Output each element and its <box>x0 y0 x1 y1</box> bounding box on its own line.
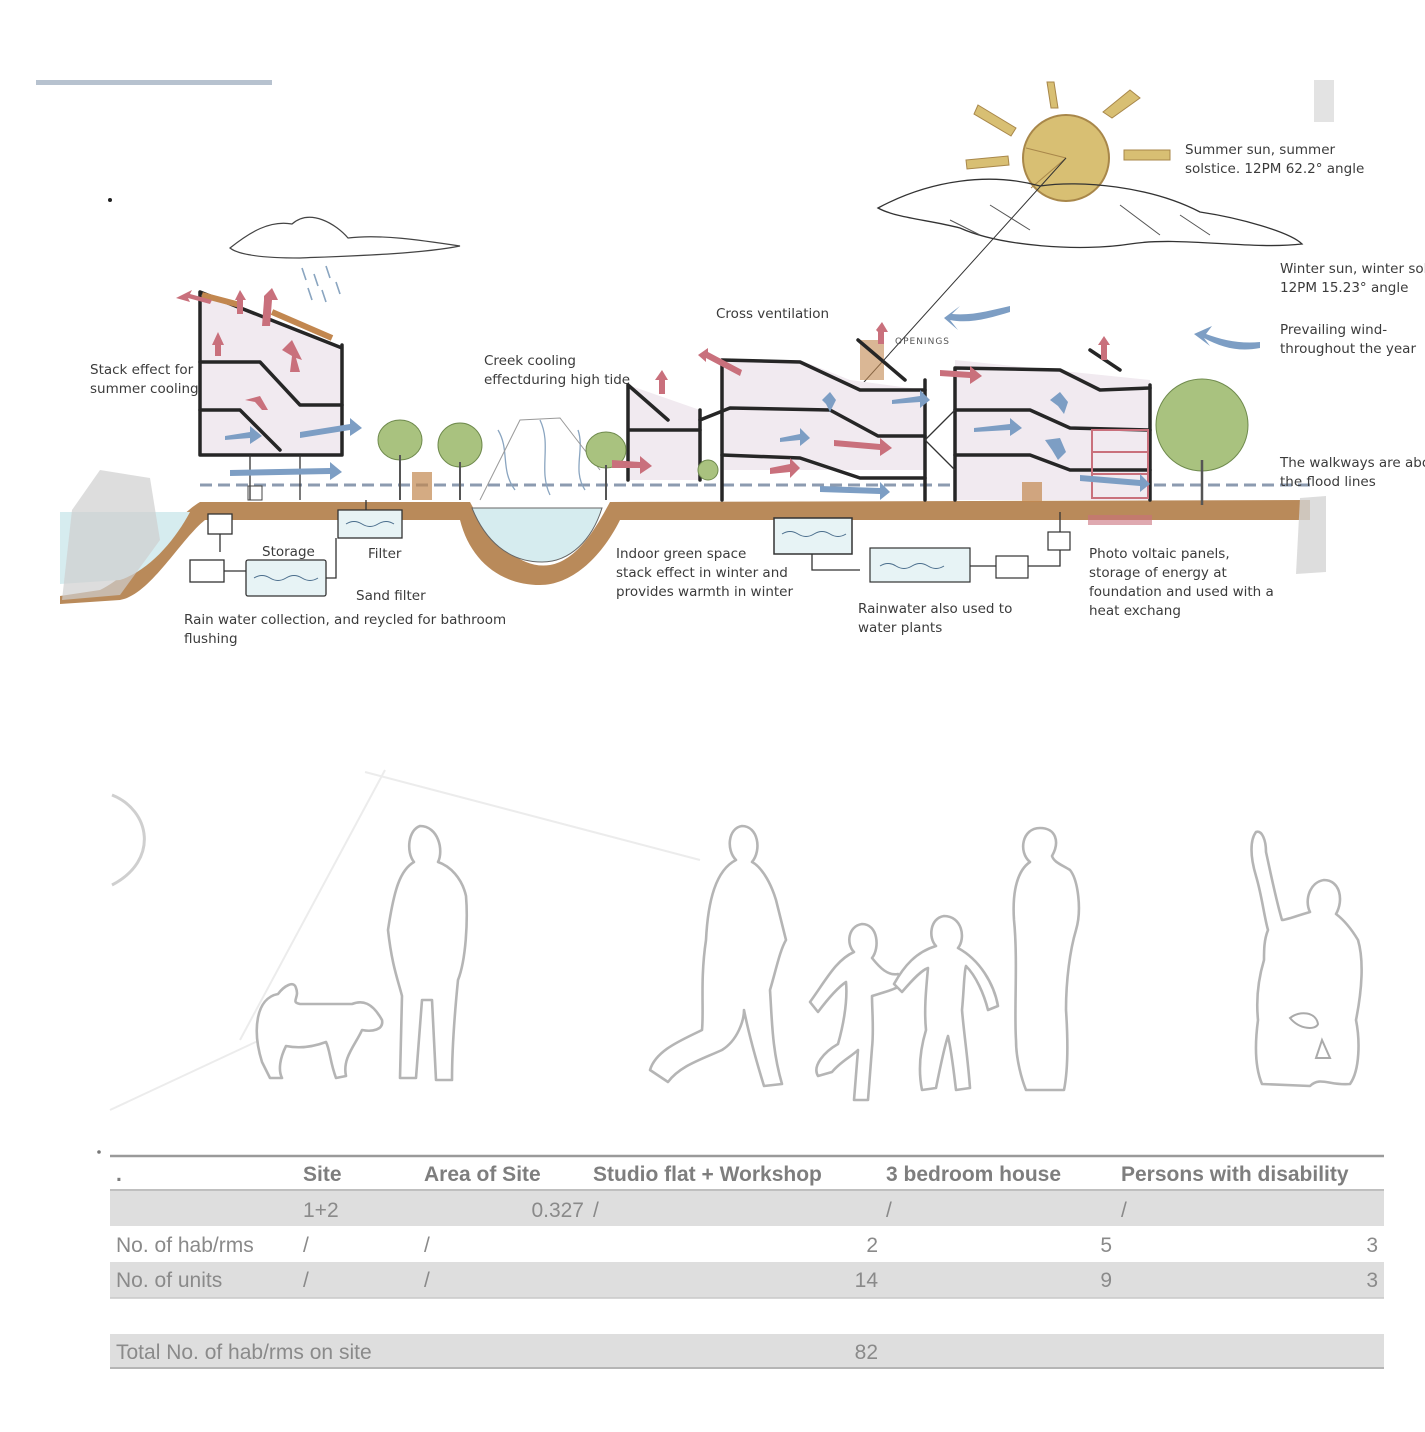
row-1-3bed: / <box>886 1199 892 1222</box>
child-walking-icon <box>892 914 1000 1092</box>
col-header-0: . <box>116 1163 122 1186</box>
col-header-3bed: 3 bedroom house <box>886 1163 1061 1186</box>
warm-air-arrows <box>176 288 1110 478</box>
row-3-label: No. of units <box>116 1269 222 1292</box>
right-building <box>924 348 1152 525</box>
rain-water-label: Rain water collection, and reycled for b… <box>184 612 506 647</box>
dot-mark <box>108 198 112 202</box>
adult-standing-icon <box>386 824 469 1082</box>
construction-lines <box>109 769 701 1111</box>
row-3-area: / <box>424 1269 430 1292</box>
storage-label: Storage <box>262 544 315 560</box>
corner-tab <box>1314 80 1334 122</box>
row-2-site: / <box>303 1234 309 1257</box>
row-1-disability: / <box>1121 1199 1127 1222</box>
cool-air-arrows <box>225 306 1260 500</box>
row-3-studio: 14 <box>855 1269 879 1292</box>
rainwater-system <box>189 500 403 597</box>
ground-section <box>60 500 1310 604</box>
walkway-steps <box>412 472 432 500</box>
wheel-icon <box>1288 1012 1332 1059</box>
left-building <box>198 290 344 501</box>
col-header-site: Site <box>303 1163 342 1186</box>
center-building <box>698 338 927 502</box>
center-water-system <box>773 512 1071 583</box>
filter-label: Filter <box>368 546 402 562</box>
cloud-icon-left <box>229 216 461 259</box>
summary-table: . Site Area of Site Studio flat + Worksh… <box>97 1150 1384 1369</box>
row-1-site: 1+2 <box>303 1199 339 1222</box>
row-3-site: / <box>303 1269 309 1292</box>
row-2-disability: 3 <box>1366 1234 1378 1257</box>
walkway-steps-right <box>1022 482 1042 502</box>
rain-icon <box>301 265 341 303</box>
openings-label: OPENINGS <box>895 337 950 347</box>
col-header-studio: Studio flat + Workshop <box>593 1163 822 1186</box>
row-3-disability: 3 <box>1366 1269 1378 1292</box>
creek-water <box>471 507 603 563</box>
row-2-studio: 2 <box>866 1234 878 1257</box>
row-2-label: No. of hab/rms <box>116 1234 254 1257</box>
row-2-3bed: 5 <box>1100 1234 1112 1257</box>
adult-woman-icon <box>1012 826 1081 1092</box>
header-bar <box>36 80 272 85</box>
row-2-area: / <box>424 1234 430 1257</box>
dog-icon <box>255 982 384 1080</box>
row-1-area: 0.327 <box>531 1199 584 1222</box>
total-label: Total No. of hab/rms on site <box>116 1341 372 1364</box>
total-value: 82 <box>855 1341 878 1364</box>
photo-voltaic-label: Photo voltaic panels,storage of energy a… <box>1089 546 1274 619</box>
row-3-3bed: 9 <box>1100 1269 1112 1292</box>
cross-ventilation-label: Cross ventilation <box>716 306 829 322</box>
cloud-icon <box>876 178 1304 249</box>
col-header-area: Area of Site <box>424 1163 541 1186</box>
winter-sun-label: Winter sun, winter solsti12PM 15.23° ang… <box>1280 261 1425 296</box>
rock-shape-right <box>1296 496 1326 574</box>
row-1-studio: / <box>593 1199 599 1222</box>
cooling-lines <box>497 419 586 496</box>
tree-icon <box>377 378 1249 505</box>
rock-shape <box>62 470 160 600</box>
prevailing-wind-label: Prevailing wind-throughout the year <box>1280 322 1416 357</box>
col-header-disability: Persons with disability <box>1121 1163 1349 1186</box>
wheelchair-user-icon <box>1250 830 1363 1088</box>
child-running-icon <box>808 922 906 1102</box>
adult-walking-icon <box>648 824 788 1088</box>
arc-mark <box>111 793 146 887</box>
sand-filter-label: Sand filter <box>356 588 426 604</box>
